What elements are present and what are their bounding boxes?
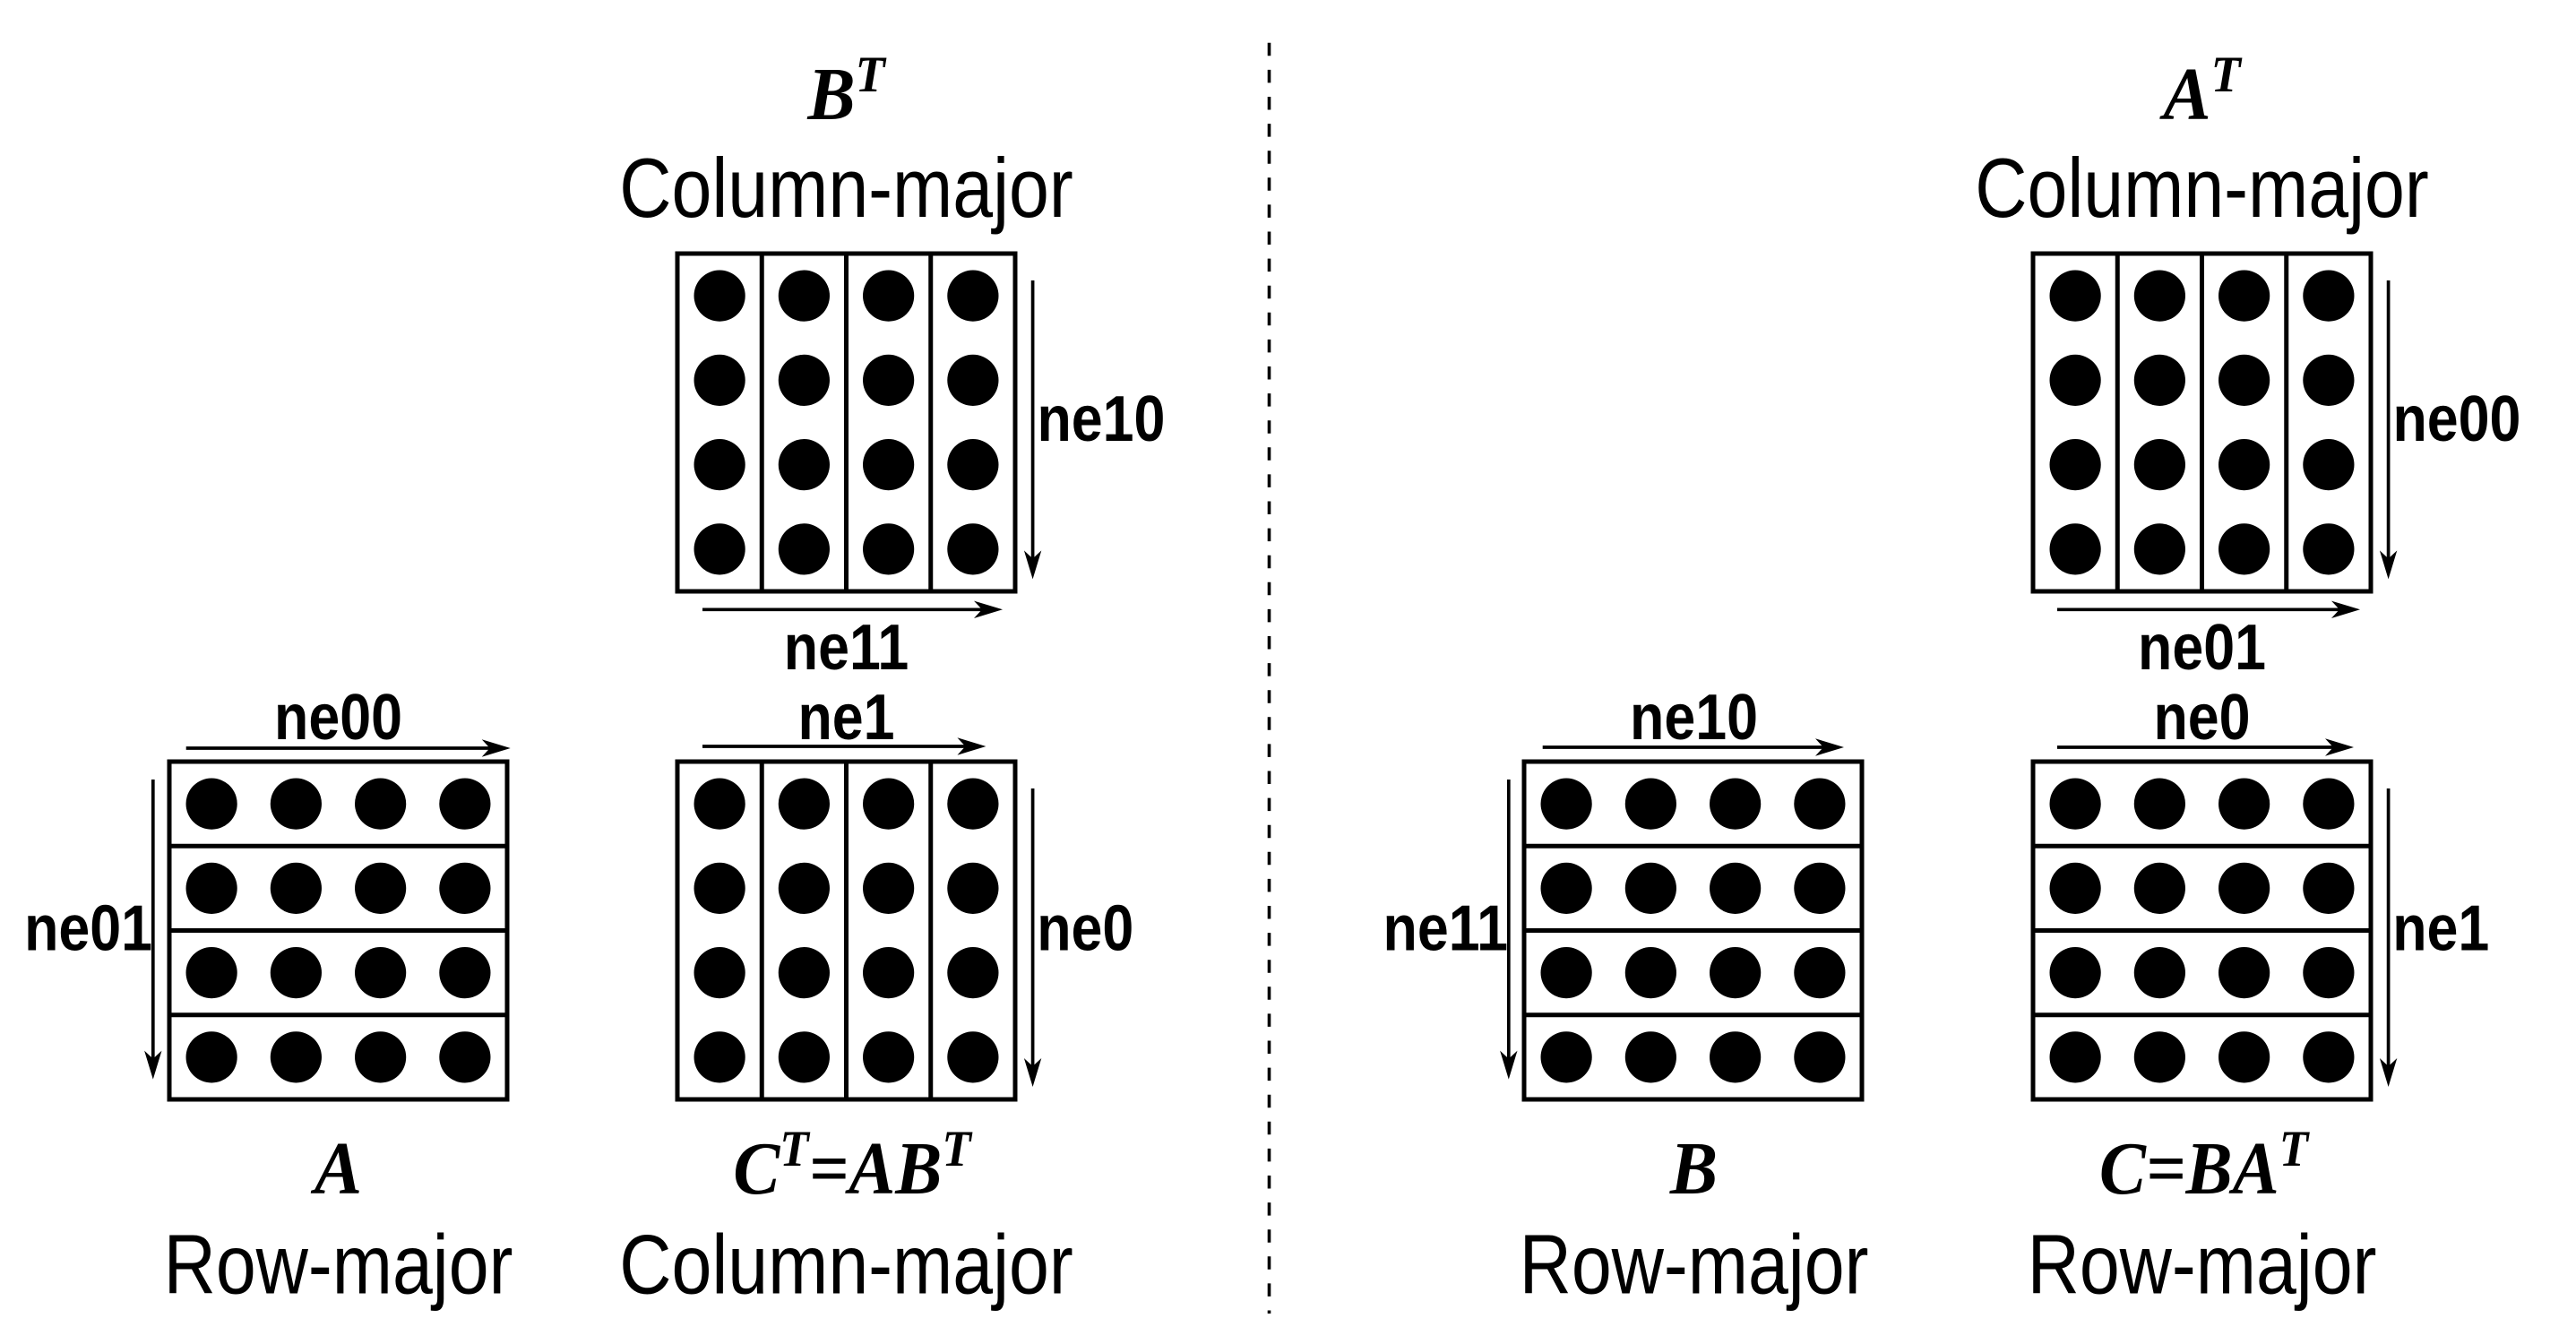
svg-text:Row-major: Row-major (1520, 1218, 1869, 1312)
svg-text:ne01: ne01 (24, 892, 152, 964)
svg-text:ne00: ne00 (274, 682, 402, 754)
svg-text:BT: BT (806, 47, 886, 136)
svg-text:Column-major: Column-major (1975, 141, 2428, 235)
svg-text:Row-major: Row-major (164, 1218, 513, 1312)
svg-text:C=BAT: C=BAT (2099, 1120, 2311, 1210)
svg-text:Column-major: Column-major (619, 141, 1073, 235)
svg-text:ne1: ne1 (2392, 892, 2489, 964)
svg-text:ne00: ne00 (2393, 383, 2521, 455)
svg-text:ne11: ne11 (784, 612, 909, 684)
svg-text:ne0: ne0 (2153, 682, 2250, 754)
svg-text:Row-major: Row-major (2028, 1218, 2377, 1312)
svg-text:AT: AT (2158, 47, 2242, 136)
svg-text:Column-major: Column-major (619, 1218, 1073, 1312)
svg-text:A: A (310, 1126, 362, 1210)
svg-text:CT=ABT: CT=ABT (733, 1120, 973, 1210)
svg-text:ne10: ne10 (1038, 383, 1166, 455)
svg-text:ne0: ne0 (1037, 892, 1133, 964)
svg-text:ne10: ne10 (1630, 682, 1758, 754)
svg-text:ne1: ne1 (797, 682, 894, 754)
svg-text:ne01: ne01 (2138, 612, 2266, 684)
svg-text:B: B (1669, 1126, 1718, 1210)
svg-text:ne11: ne11 (1383, 892, 1508, 964)
